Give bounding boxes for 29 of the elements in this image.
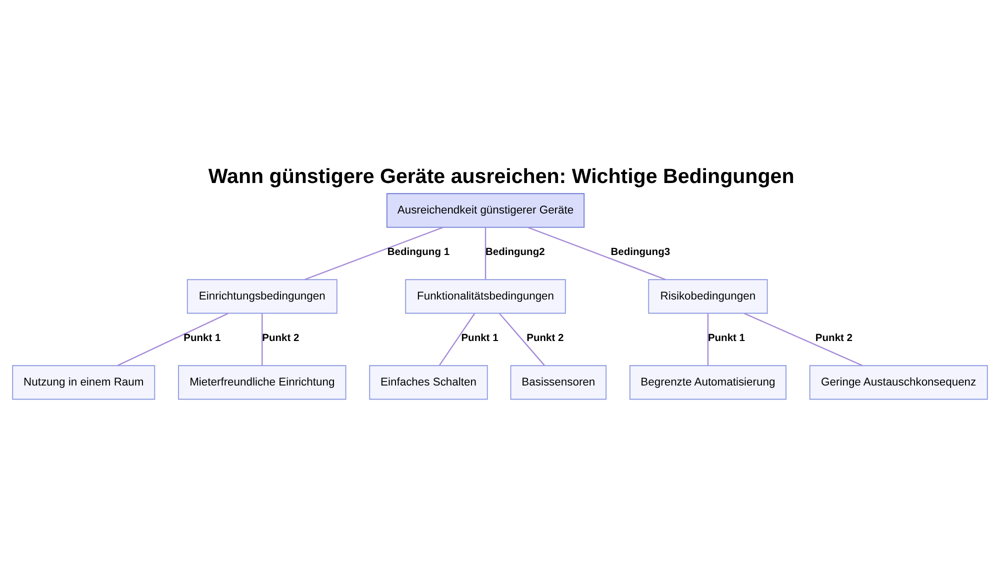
edge-label: Punkt 1	[461, 333, 498, 344]
connector	[304, 226, 444, 280]
node-box: Einfaches Schalten	[369, 365, 488, 400]
edge-label: Punkt 2	[815, 333, 853, 344]
connector	[707, 314, 709, 366]
connector	[499, 313, 545, 366]
edge-label: Bedingung3	[610, 247, 670, 258]
node-box: Funktionalitätsbedingungen	[405, 279, 566, 314]
node-box: Basissensoren	[510, 365, 607, 400]
edge-label: Punkt 2	[262, 333, 300, 344]
node-box: Einrichtungsbedingungen	[186, 279, 338, 314]
edge-label: Punkt 2	[526, 333, 564, 344]
edge-label: Punkt 1	[184, 333, 221, 344]
edge-label: Punkt 1	[708, 333, 746, 344]
connector	[527, 226, 666, 280]
node-box: Risikobedingungen	[648, 279, 768, 314]
diagram-title: Wann günstigere Geräte ausreichen: Wichtige Bedingungen	[208, 164, 794, 188]
node-box: Begrenzte Automatisierung	[629, 365, 786, 400]
edge-label: Bedingung2	[486, 247, 545, 258]
connector	[262, 314, 263, 366]
node-box: Mieterfreundliche Einrichtung	[178, 365, 346, 400]
connector	[438, 313, 476, 366]
edge-label: Bedingung 1	[387, 247, 450, 258]
node-box: Ausreichendkeit günstigerer Geräte	[386, 193, 585, 228]
node-box: Geringe Austauschkonsequenz	[809, 365, 988, 400]
node-box: Nutzung in einem Raum	[12, 365, 156, 400]
connector	[117, 312, 228, 366]
connector	[744, 312, 863, 366]
connector	[484, 228, 486, 280]
